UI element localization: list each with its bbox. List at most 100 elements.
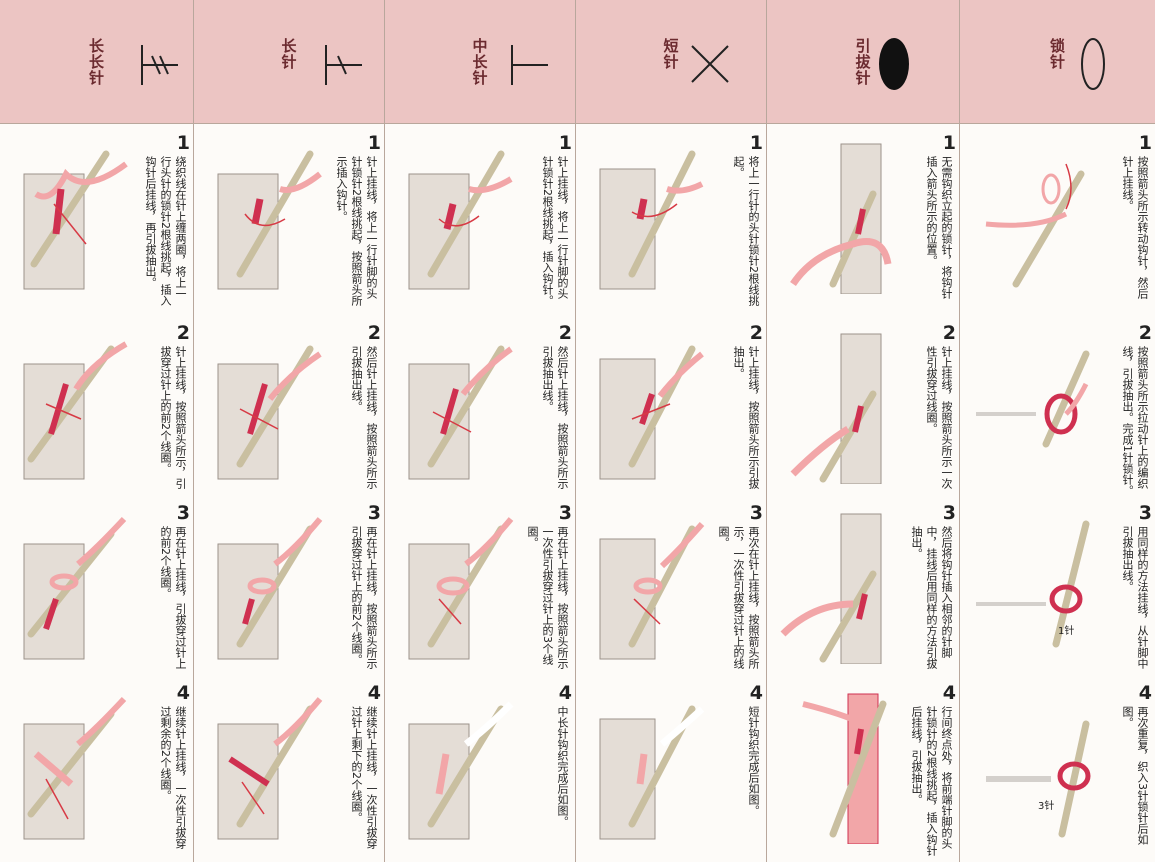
half-double-symbol-icon: [511, 45, 548, 85]
step-text: 按照箭头所示转动钩针，然后针上挂线。: [1121, 156, 1149, 299]
step-number: 1: [749, 132, 763, 154]
column-header: 长长针: [0, 0, 193, 124]
column-half-double: 中长针 1 针上挂线，将上一行针脚的头针锁针2根线挑起，插入钩针。 2 然后针上…: [384, 0, 575, 862]
chain-step-2-illustration-icon: [976, 350, 1090, 448]
step-number: 1: [367, 132, 381, 154]
step-number: 4: [367, 682, 381, 704]
step-number: 3: [749, 502, 763, 524]
step-number: 4: [749, 682, 763, 704]
step-3: 3 再在针上挂线，引拔穿过针上的前2个线圈。: [0, 500, 193, 684]
step-number: 4: [1138, 682, 1152, 704]
column-chain: 锁针 1 按照箭头所示转动钩针，然后针上挂线。 2 按照箭头所示拉动针上的编织线…: [959, 0, 1155, 862]
step-number: 3: [942, 502, 956, 524]
step-number: 2: [558, 322, 572, 344]
step-number: 1: [558, 132, 572, 154]
step-text: 针上挂线，按照箭头所示一次性引拔穿过线圈。: [925, 346, 953, 489]
step-text: 绕织线在针上缠两圈，将上一行头针的锁针2根线挑起，插入钩针后挂线，再引拔抽出。: [144, 156, 187, 306]
double-step-2-illustration-icon: [217, 345, 322, 480]
column-title: 中长针: [470, 38, 489, 86]
slip-step-3-illustration-icon: [780, 513, 882, 664]
column-title: 引拔针: [853, 38, 872, 86]
column-single: 短针 1 将上一行针的头针锁针2根线挑起。 2 针上挂线，按照箭头所示引拔抽出。: [575, 0, 766, 862]
step-number: 1: [1138, 132, 1152, 154]
step-3: 3 再在针上挂线，按照箭头所示引拔穿过针上的前2个线圈。: [194, 500, 384, 684]
step-3: 3 用同样的方法挂线，从针脚中引拔抽出线。 1针: [960, 500, 1155, 684]
step-number: 1: [942, 132, 956, 154]
step-text: 再次重复，织入3针锁针后如图。: [1121, 706, 1149, 845]
step-text: 行间终点处，将前端针脚的头针锁针的2根线挑起，插入钩针后挂线，引拔抽出。: [910, 706, 953, 856]
step-number: 4: [942, 682, 956, 704]
step-1: 1 将上一行针的头针锁针2根线挑起。: [576, 130, 766, 314]
step-number: 2: [367, 322, 381, 344]
column-header: 长针: [194, 0, 384, 124]
step-number: 3: [176, 502, 190, 524]
chain-symbol-icon: [1081, 38, 1105, 90]
chain-step-1-illustration-icon: [985, 163, 1085, 288]
treble-step-4-illustration-icon: [23, 696, 127, 840]
step-text: 用同样的方法挂线，从针脚中引拔抽出线。: [1121, 526, 1149, 669]
slip-step-4-illustration-icon: [802, 693, 887, 844]
step-number: 3: [1138, 502, 1152, 524]
step-text: 再在针上挂线，按照箭头所示一次性引拔穿过针上的3个线圈。: [526, 526, 569, 669]
step-number: 4: [558, 682, 572, 704]
step-2: 2 然后针上挂线，按照箭头所示引拔抽出线。: [385, 320, 575, 504]
single-symbol-icon: [691, 45, 729, 83]
step-2: 2 针上挂线，按照箭头所示，引拔穿过针上的前2个线圈。: [0, 320, 193, 504]
column-treble: 长长针 1 绕织线在针上缠两圈，将上一行头针的锁针2根线挑起，插入钩针后挂线，再…: [0, 0, 193, 862]
step-number: 3: [558, 502, 572, 524]
double-step-3-illustration-icon: [217, 517, 323, 660]
step-text: 将上一行针的头针锁针2根线挑起。: [732, 156, 760, 306]
step-number: 2: [176, 322, 190, 344]
column-title: 短针: [661, 38, 680, 70]
step-4: 4 继续针上挂线，一次性引拔穿过剩余的2个线圈。: [0, 680, 193, 864]
step-number: 2: [1138, 322, 1152, 344]
single-step-1-illustration-icon: [599, 150, 704, 290]
column-header: 引拔针: [767, 0, 959, 124]
step-number: 2: [749, 322, 763, 344]
step-1: 1 按照箭头所示转动钩针，然后针上挂线。: [960, 130, 1155, 314]
step-text: 针上挂线，将上一行针脚的头针锁针2根线挑起，按照箭头所示插入钩针。: [335, 156, 378, 306]
step-label: 3针: [1038, 799, 1054, 812]
step-text: 按照箭头所示拉动针上的编织线，引拔抽出。完成1针锁针。: [1121, 346, 1149, 496]
column-header: 中长针: [385, 0, 575, 124]
step-text: 针上挂线，按照箭头所示，引拔穿过针上的前2个线圈。: [159, 346, 187, 489]
step-4: 4 行间终点处，将前端针脚的头针锁针的2根线挑起，插入钩针后挂线，引拔抽出。: [767, 680, 959, 864]
step-1: 1 针上挂线，将上一行针脚的头针锁针2根线挑起，插入钩针。: [385, 130, 575, 314]
step-text: 针上挂线，将上一行针脚的头针锁针2根线挑起，插入钩针。: [541, 156, 569, 306]
step-text: 短针钩织完成后如图。: [747, 706, 760, 816]
treble-symbol-icon: [141, 45, 178, 85]
step-text: 再在针上挂线，按照箭头所示引拔穿过针上的前2个线圈。: [350, 526, 378, 669]
single-step-4-illustration-icon: [599, 705, 705, 840]
step-text: 然后针上挂线，按照箭头所示引拔抽出线。: [350, 346, 378, 489]
step-4: 4 短针钩织完成后如图。: [576, 680, 766, 864]
column-header: 锁针: [960, 0, 1155, 124]
step-4: 4 再次重复，织入3针锁针后如图。 3针: [960, 680, 1155, 864]
half-double-step-1-illustration-icon: [408, 150, 513, 290]
step-4: 4 继续针上挂线，一次性引拔穿过针上剩下的2个线圈。: [194, 680, 384, 864]
step-label: 1针: [1058, 624, 1074, 637]
half-double-step-3-illustration-icon: [408, 517, 514, 660]
step-number: 1: [176, 132, 190, 154]
step-3: 3 再在针上挂线，按照箭头所示一次性引拔穿过针上的3个线圈。: [385, 500, 575, 684]
column-double: 长针 1 针上挂线，将上一行针脚的头针锁针2根线挑起，按照箭头所示插入钩针。 2…: [193, 0, 384, 862]
step-1: 1 针上挂线，将上一行针脚的头针锁针2根线挑起，按照箭头所示插入钩针。: [194, 130, 384, 314]
step-number: 4: [176, 682, 190, 704]
slip-stitch-symbol-icon: [879, 38, 909, 90]
step-text: 无需钩织立起的锁针，将钩针插入箭头所示的位置。: [925, 156, 953, 299]
step-text: 再在针上挂线，引拔穿过针上的前2个线圈。: [159, 526, 187, 669]
double-step-1-illustration-icon: [217, 150, 322, 290]
step-text: 然后将钩针插入相邻的针脚中，挂线后用同样的方法引拔抽出。: [910, 526, 953, 669]
treble-step-2-illustration-icon: [23, 341, 128, 480]
step-2: 2 按照箭头所示拉动针上的编织线，引拔抽出。完成1针锁针。: [960, 320, 1155, 504]
treble-step-3-illustration-icon: [23, 516, 127, 660]
slip-step-2-illustration-icon: [790, 333, 882, 484]
step-1: 1 无需钩织立起的锁针，将钩针插入箭头所示的位置。: [767, 130, 959, 314]
step-text: 继续针上挂线，一次性引拔穿过剩余的2个线圈。: [159, 706, 187, 849]
treble-step-1-illustration-icon: [23, 150, 128, 290]
step-text: 针上挂线，按照箭头所示引拔抽出。: [732, 346, 760, 489]
slip-step-1-illustration-icon: [790, 143, 892, 294]
step-1: 1 绕织线在针上缠两圈，将上一行头针的锁针2根线挑起，插入钩针后挂线，再引拔抽出…: [0, 130, 193, 314]
column-header: 短针: [576, 0, 766, 124]
double-step-4-illustration-icon: [217, 697, 323, 840]
